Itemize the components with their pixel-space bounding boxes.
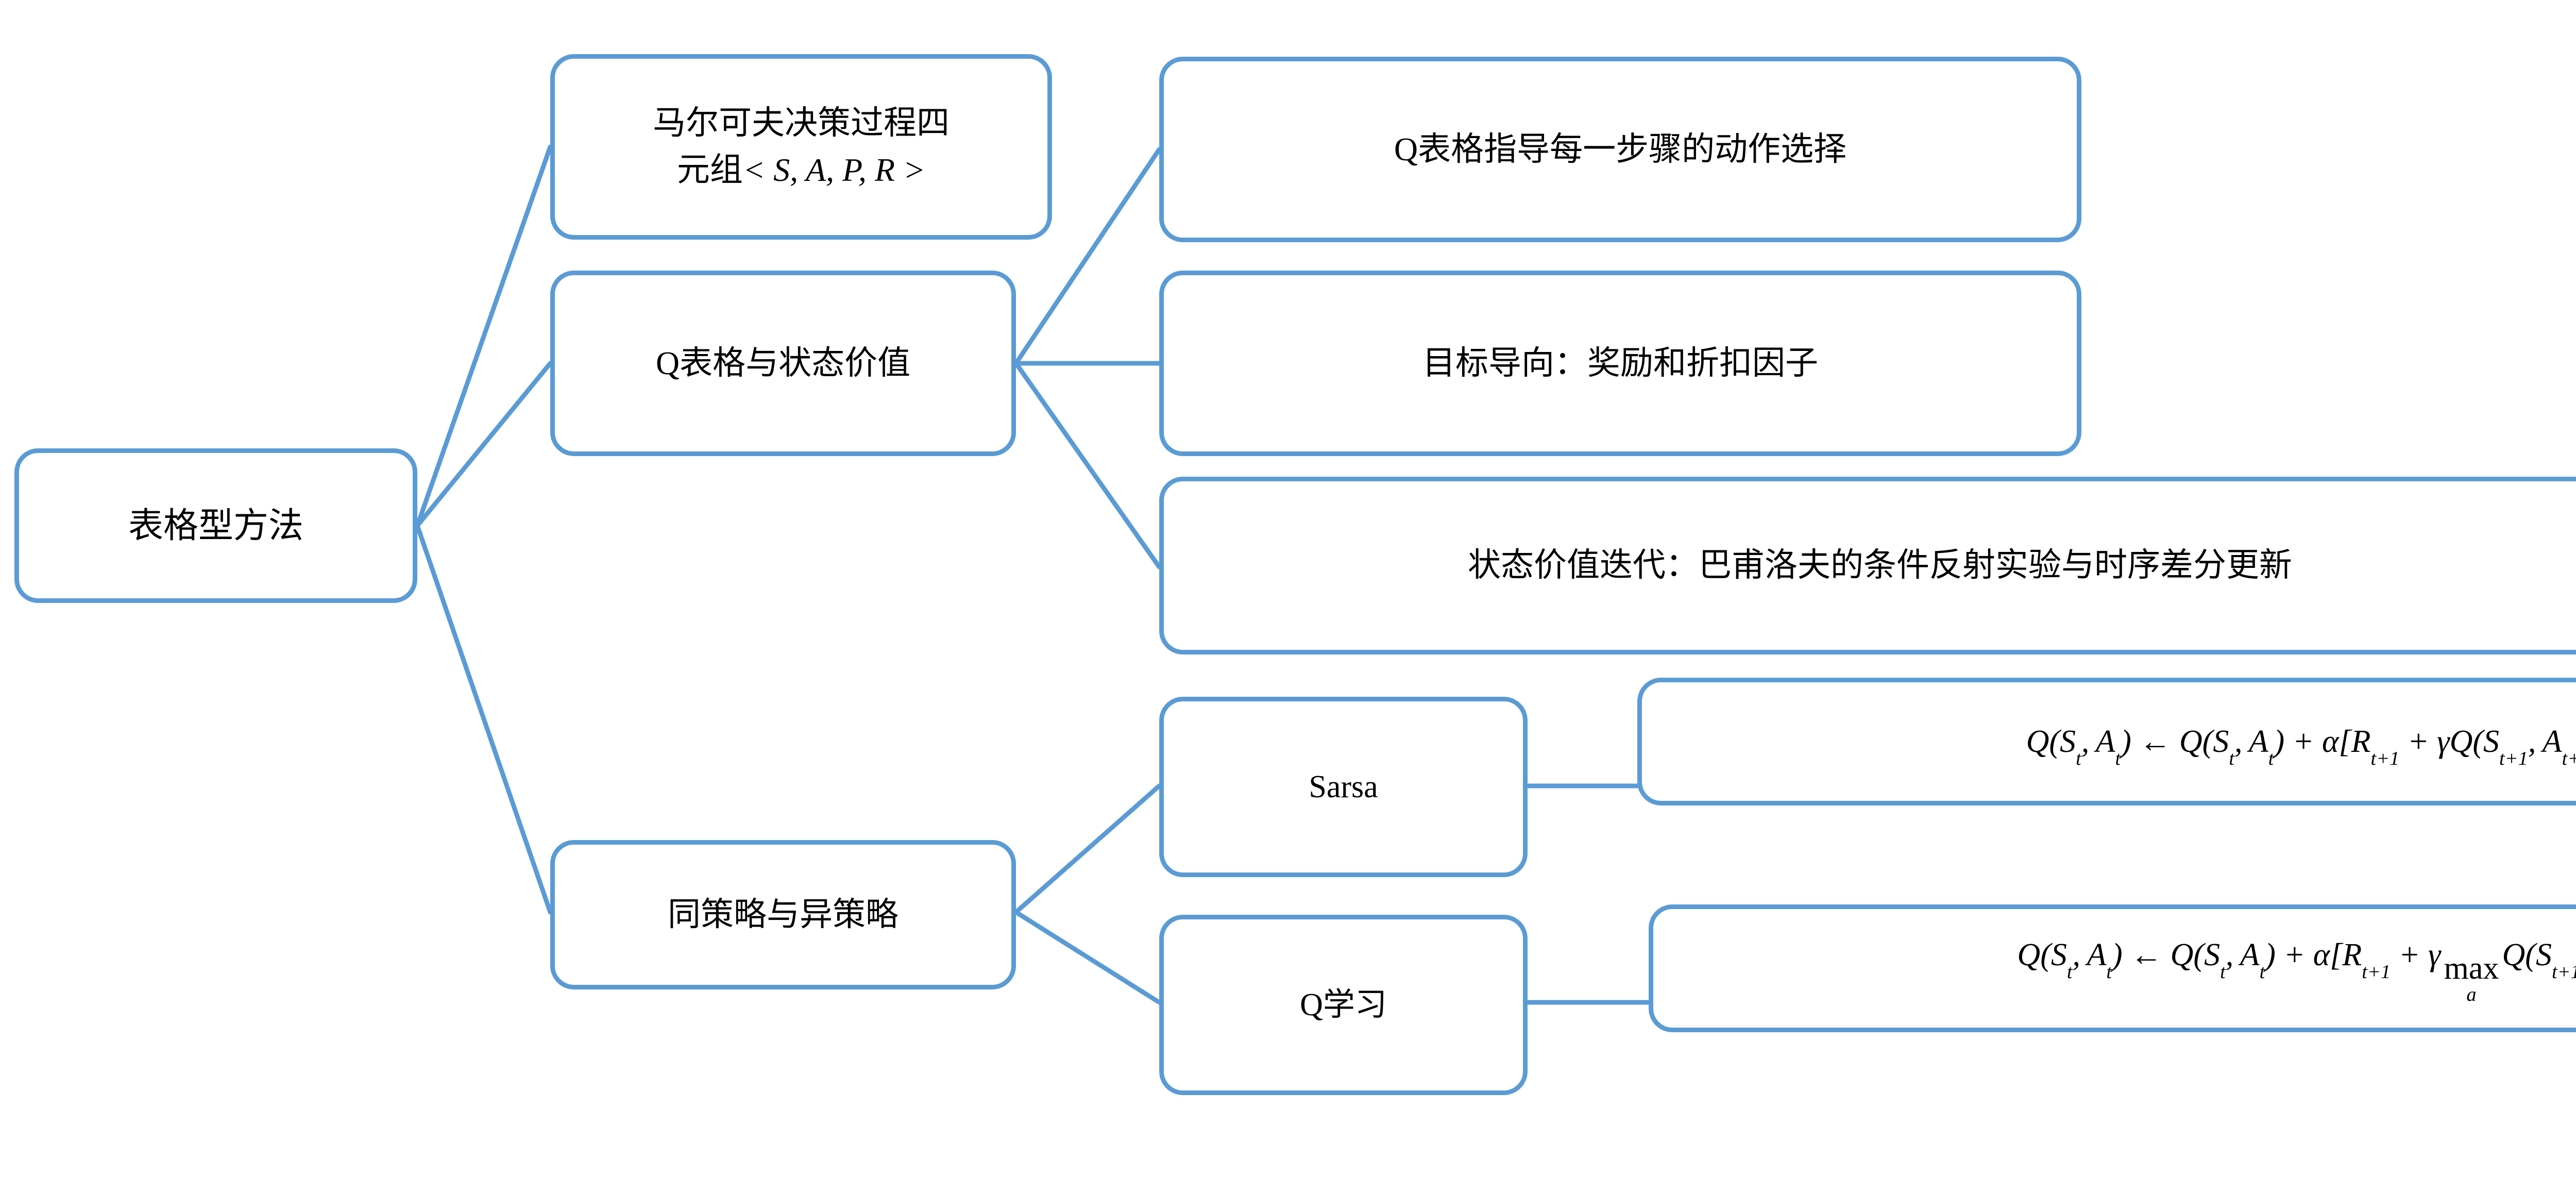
connector-onoff-to-qlearning bbox=[1013, 910, 1162, 1005]
node-sarsa-formula[interactable]: Q(St, At) ← Q(St, At) + α[Rt+1 + γQ(St+1… bbox=[1637, 678, 2576, 805]
node-goal-oriented-reward-discount[interactable]: 目标导向：奖励和折扣因子 bbox=[1159, 271, 2081, 456]
node-sarsa-label: Sarsa bbox=[1309, 769, 1378, 804]
node-q-guides-action-selection[interactable]: Q表格指导每一步骤的动作选择 bbox=[1159, 57, 2081, 242]
node-mdp-tuple[interactable]: 马尔可夫决策过程四 元组< S, A, P, R > bbox=[550, 54, 1052, 240]
connector-onoff-to-sarsa bbox=[1013, 783, 1162, 915]
node-q-table-state-value-label: Q表格与状态价值 bbox=[655, 344, 911, 381]
sarsa-formula-expression: Q(St, At) ← Q(St, At) + α[Rt+1 + γQ(St+1… bbox=[2026, 724, 2576, 769]
node-q-learning[interactable]: Q学习 bbox=[1159, 915, 1528, 1095]
node-q-guides-action-selection-label: Q表格指导每一步骤的动作选择 bbox=[1394, 130, 1847, 167]
connector-qtable-to-valueiter bbox=[1013, 361, 1162, 569]
node-q-learning-label: Q学习 bbox=[1300, 987, 1387, 1022]
node-root[interactable]: 表格型方法 bbox=[14, 448, 417, 603]
node-state-value-iteration-label: 状态价值迭代：巴甫洛夫的条件反射实验与时序差分更新 bbox=[1468, 547, 2292, 584]
mdp-line2-math: < S, A, P, R > bbox=[742, 152, 926, 188]
connector-root-to-mdp bbox=[415, 144, 553, 528]
node-sarsa[interactable]: Sarsa bbox=[1159, 697, 1528, 877]
node-mdp-tuple-label: 马尔可夫决策过程四 元组< S, A, P, R > bbox=[568, 100, 1034, 194]
mdp-line1: 马尔可夫决策过程四 bbox=[653, 105, 950, 142]
node-on-off-policy-label: 同策略与异策略 bbox=[668, 896, 899, 933]
node-q-table-state-value[interactable]: Q表格与状态价值 bbox=[550, 271, 1016, 456]
node-state-value-iteration[interactable]: 状态价值迭代：巴甫洛夫的条件反射实验与时序差分更新 bbox=[1159, 477, 2576, 654]
node-root-label: 表格型方法 bbox=[128, 506, 303, 545]
node-goal-oriented-reward-discount-label: 目标导向：奖励和折扣因子 bbox=[1422, 344, 1818, 381]
connector-root-to-qtable bbox=[415, 361, 553, 528]
node-on-off-policy[interactable]: 同策略与异策略 bbox=[550, 840, 1016, 989]
connector-root-to-onoff bbox=[415, 523, 553, 915]
mdp-line2-prefix: 元组 bbox=[676, 152, 743, 188]
